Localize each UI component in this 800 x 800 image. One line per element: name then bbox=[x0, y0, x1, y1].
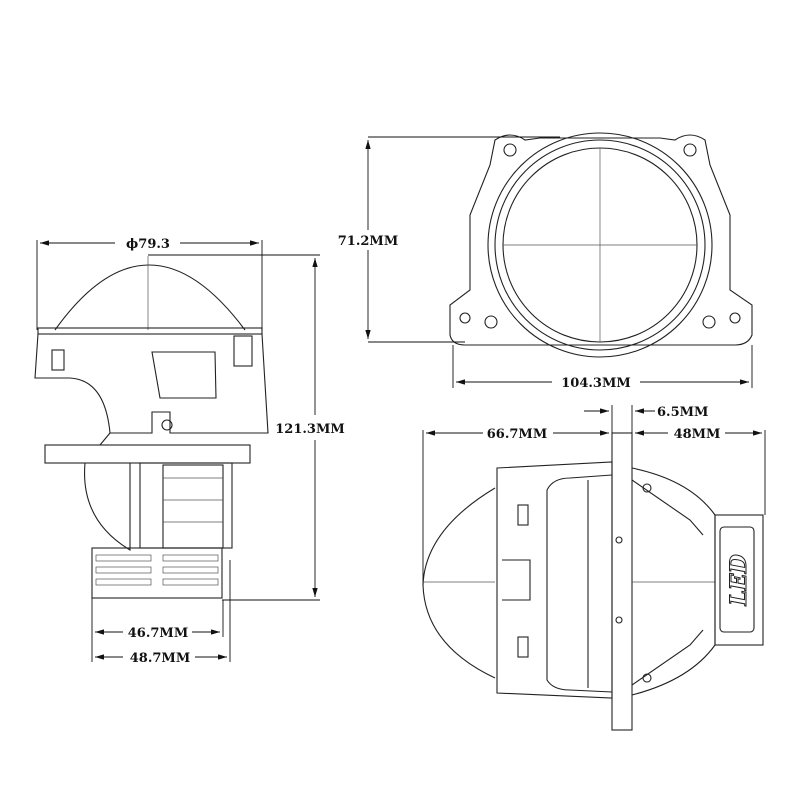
base-width-label-2: 48.7MM bbox=[130, 651, 190, 666]
front-length-label: 66.7MM bbox=[487, 427, 547, 442]
front-view: 71.2MM 104.3MM bbox=[338, 132, 753, 391]
front-height-label: 71.2MM bbox=[338, 234, 398, 249]
flange-thickness-label: 6.5MM bbox=[657, 405, 708, 420]
front-width-label: 104.3MM bbox=[561, 376, 631, 391]
rear-length-label: 48MM bbox=[674, 427, 721, 442]
led-marking: LED bbox=[726, 554, 752, 606]
base-width-label-1: 46.7MM bbox=[128, 626, 188, 641]
top-view: LED 66.7MM 6.5MM 48MM bbox=[422, 405, 766, 731]
side-diameter-label: ϕ79.3 bbox=[126, 237, 170, 252]
side-view: ϕ79.3 121.3MM 46.7MM 48.7MM bbox=[34, 237, 345, 666]
side-height-label: 121.3MM bbox=[275, 422, 345, 437]
